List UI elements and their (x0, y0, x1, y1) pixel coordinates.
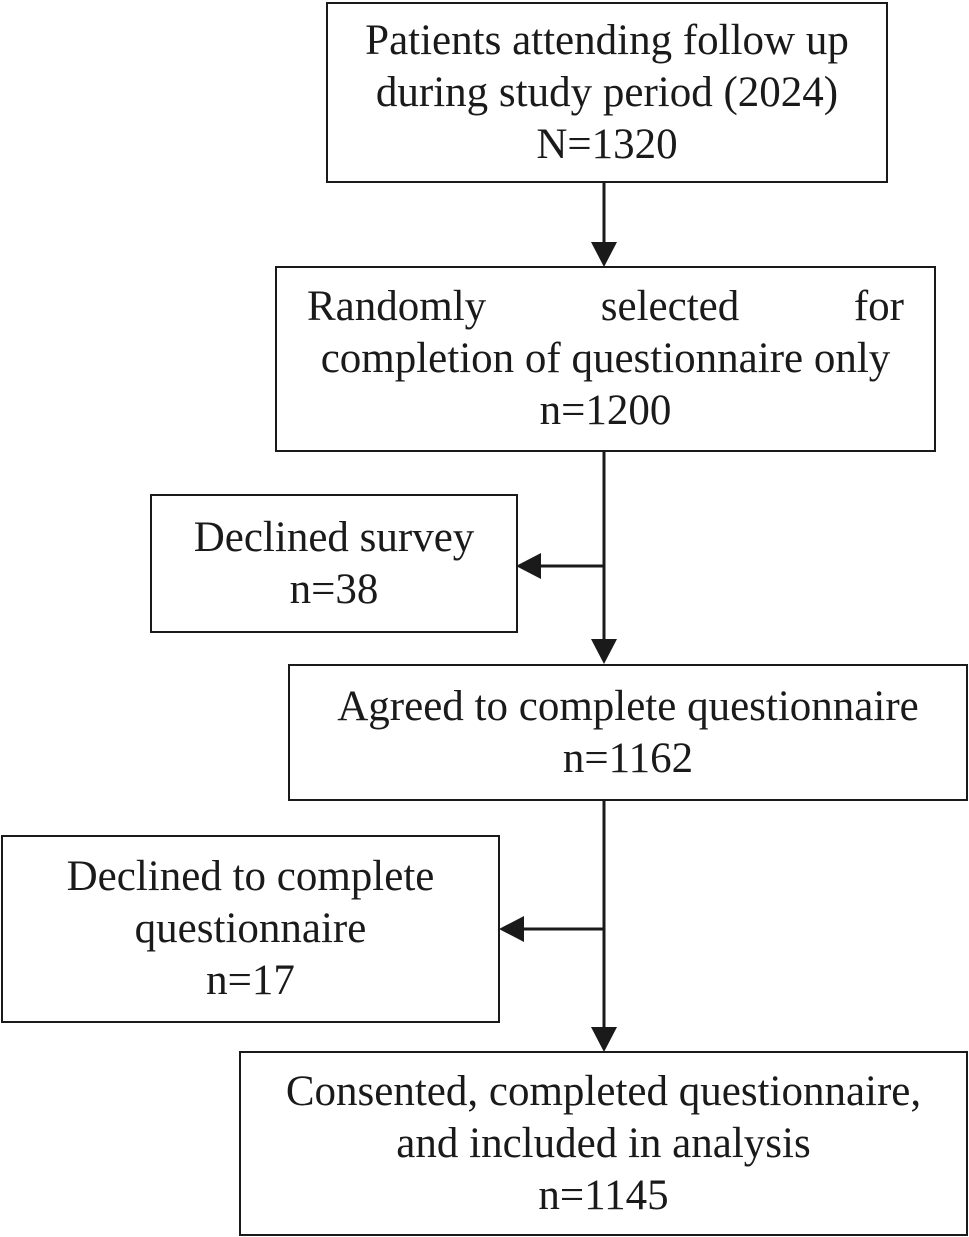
arrowhead-to-exclusion1 (516, 553, 541, 579)
box-randomly-selected: Randomly selected for completion of ques… (275, 266, 936, 452)
box-included-in-analysis-line-2: and included in analysis (396, 1119, 811, 1167)
box-randomly-selected-word-2: selected (600, 283, 740, 330)
box-declined-to-complete-line-2: questionnaire (134, 905, 367, 952)
arrowhead-box1-to-box2 (591, 242, 617, 267)
box-patients-attending-count: N=1320 (536, 120, 678, 168)
arrowhead-to-exclusion2 (499, 916, 524, 942)
box-declined-survey: Declined survey n=38 (150, 494, 518, 633)
box-agreed-to-complete-count: n=1162 (562, 734, 694, 782)
box-patients-attending-line-2: during study period (2024) (375, 68, 839, 116)
box-included-in-analysis: Consented, completed questionnaire, and … (239, 1051, 968, 1236)
box-randomly-selected-count: n=1200 (539, 387, 672, 434)
box-agreed-to-complete: Agreed to complete questionnaire n=1162 (288, 664, 968, 801)
box-declined-survey-label: Declined survey (193, 513, 475, 561)
box-declined-to-complete-count: n=17 (206, 957, 295, 1004)
box-randomly-selected-line-2: completion of questionnaire only (320, 335, 891, 382)
arrowhead-box2-to-box3 (591, 639, 617, 664)
box-randomly-selected-word-3: for (853, 283, 904, 330)
box-declined-to-complete-line-1: Declined to complete (66, 853, 435, 900)
box-randomly-selected-word-1: Randomly (307, 283, 487, 330)
box-declined-to-complete: Declined to complete questionnaire n=17 (1, 835, 500, 1023)
box-agreed-to-complete-label: Agreed to complete questionnaire (337, 682, 919, 730)
arrowhead-box3-to-box4 (591, 1027, 617, 1052)
box-patients-attending: Patients attending follow up during stud… (326, 2, 888, 183)
box-included-in-analysis-count: n=1145 (538, 1171, 669, 1219)
box-randomly-selected-line-1: Randomly selected for (307, 281, 904, 333)
box-patients-attending-line-1: Patients attending follow up (365, 16, 849, 64)
box-declined-survey-count: n=38 (289, 565, 379, 613)
box-included-in-analysis-line-1: Consented, completed questionnaire, (285, 1067, 922, 1115)
